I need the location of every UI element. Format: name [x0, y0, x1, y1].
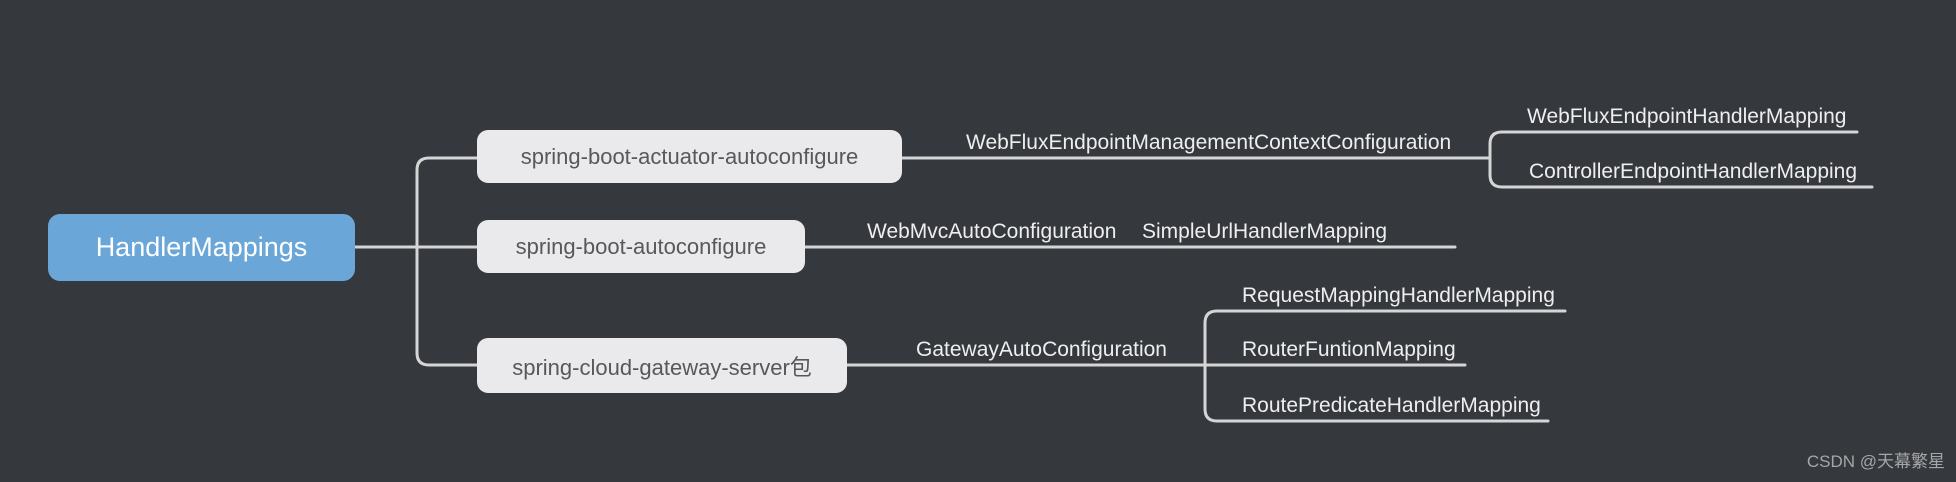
topic-gateway-auto-configuration[interactable]: GatewayAutoConfiguration	[916, 338, 1167, 361]
topic-webmvc-auto-configuration[interactable]: WebMvcAutoConfiguration	[867, 220, 1117, 243]
topic-webflux-endpoint-handler-mapping[interactable]: WebFluxEndpointHandlerMapping	[1527, 105, 1847, 128]
connector-branch-junction	[415, 156, 479, 367]
topic-route-predicate-handler-mapping[interactable]: RoutePredicateHandlerMapping	[1242, 394, 1541, 417]
topic-request-mapping-handler-mapping[interactable]: RequestMappingHandlerMapping	[1242, 284, 1555, 307]
topic-controller-endpoint-handler-mapping[interactable]: ControllerEndpointHandlerMapping	[1529, 160, 1858, 183]
branch-node-cloud-gateway-server[interactable]: spring-cloud-gateway-server包	[477, 338, 847, 393]
branch-node-actuator-autoconfigure[interactable]: spring-boot-actuator-autoconfigure	[477, 130, 902, 183]
branch-node-boot-autoconfigure[interactable]: spring-boot-autoconfigure	[477, 220, 805, 273]
connector-branch1-leaves	[1488, 130, 1874, 189]
root-node-handlermappings[interactable]: HandlerMappings	[48, 214, 355, 281]
topic-simple-url-handler-mapping[interactable]: SimpleUrlHandlerMapping	[1142, 220, 1388, 243]
topic-webflux-endpoint-management-context-configuration[interactable]: WebFluxEndpointManagementContextConfigur…	[966, 131, 1452, 154]
connector-branch3-leaves	[1203, 309, 1567, 423]
topic-router-funtion-mapping[interactable]: RouterFuntionMapping	[1242, 338, 1456, 361]
csdn-watermark: CSDN @天幕繁星	[1806, 452, 1945, 471]
